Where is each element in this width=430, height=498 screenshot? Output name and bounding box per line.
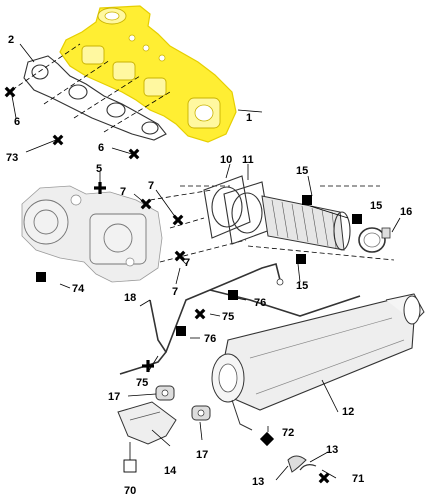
- callout-74: 74: [72, 283, 85, 295]
- heat-shield-clip[interactable]: [287, 455, 317, 473]
- mounting-rubber-upper[interactable]: [155, 385, 175, 401]
- callout-12: 12: [342, 406, 354, 418]
- mounting-rubber-lower[interactable]: [191, 405, 211, 421]
- callout-7-d: 7: [172, 286, 178, 298]
- filled-square-icon: [259, 431, 275, 447]
- exhaust-manifold[interactable]: [59, 5, 237, 143]
- callout-76-a: 76: [254, 297, 266, 309]
- stud-guide-lines: [11, 43, 171, 133]
- cross-icon: [318, 472, 330, 484]
- cross-icon: [174, 250, 186, 262]
- callout-7-c: 7: [184, 257, 190, 269]
- filled-square-icon: [302, 195, 312, 205]
- callout-17-a: 17: [108, 391, 120, 403]
- callout-6-upper: 6: [14, 116, 20, 128]
- symbols: [4, 86, 362, 484]
- filled-square-icon: [296, 254, 306, 264]
- callout-72: 72: [282, 427, 294, 439]
- filled-square-icon: [176, 326, 186, 336]
- callout-15-c: 15: [296, 280, 308, 292]
- callout-2: 2: [8, 34, 14, 46]
- manifold-gasket[interactable]: [23, 55, 167, 141]
- callout-76-b: 76: [204, 333, 216, 345]
- callout-17-b: 17: [196, 449, 208, 461]
- callout-75-a: 75: [222, 311, 234, 323]
- callout-13-b: 13: [252, 476, 264, 488]
- callout-73: 73: [6, 152, 18, 164]
- callout-13-a: 13: [326, 444, 338, 456]
- callout-15-b: 15: [370, 200, 382, 212]
- cross-icon: [4, 86, 16, 98]
- clamp[interactable]: [358, 227, 391, 253]
- callout-18: 18: [124, 292, 136, 304]
- callout-7-a: 7: [120, 186, 126, 198]
- flexible-pipe[interactable]: [261, 195, 351, 251]
- callout-1: 1: [246, 112, 252, 124]
- particle-filter[interactable]: [211, 293, 425, 431]
- callout-7-b: 7: [148, 180, 154, 192]
- cross-icon: [140, 198, 152, 210]
- callout-14: 14: [164, 465, 177, 477]
- filled-square-icon: [228, 290, 238, 300]
- flange-gasket-10[interactable]: [203, 175, 251, 239]
- cross-icon: [172, 214, 184, 226]
- open-square-icon: [123, 459, 137, 473]
- cross-icon: [52, 134, 64, 146]
- leader-lines: [11, 43, 401, 481]
- callout-6-lower: 6: [98, 142, 104, 154]
- callout-16: 16: [400, 206, 412, 218]
- cross-icon: [128, 148, 140, 160]
- callout-labels: 1 2 6 6 73 5 7 7 7 7 10 11 15 15 15 16 7…: [6, 34, 412, 497]
- cross-icon: [194, 308, 206, 320]
- callout-71: 71: [352, 473, 364, 485]
- turbocharger-assembly: [21, 185, 163, 283]
- callout-11: 11: [242, 154, 254, 166]
- callout-10: 10: [220, 154, 232, 166]
- filled-square-icon: [352, 214, 362, 224]
- bracket[interactable]: [117, 401, 177, 445]
- cross-icon: [94, 182, 106, 194]
- callout-5: 5: [96, 163, 102, 175]
- callout-75-b: 75: [136, 377, 148, 389]
- flange-gasket-11[interactable]: [223, 181, 271, 245]
- callout-70: 70: [124, 485, 136, 497]
- filled-square-icon: [36, 272, 46, 282]
- callout-15-a: 15: [296, 165, 308, 177]
- cross-icon: [142, 360, 154, 372]
